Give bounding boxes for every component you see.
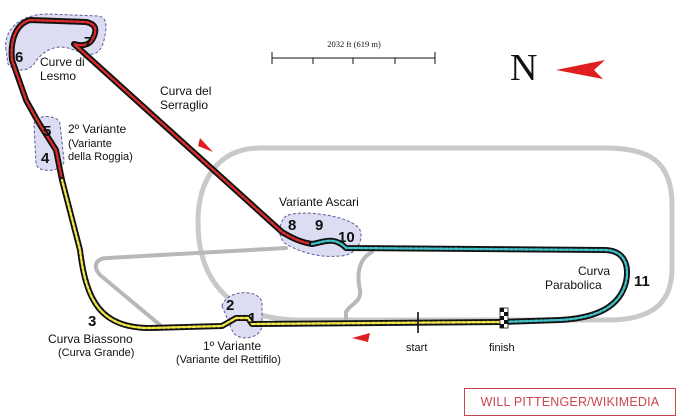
credit-label: WILL PITTENGER/WIKIMEDIA [464,388,676,416]
corner-5: 5 [43,123,51,140]
rettifilo-label-line2: (Variante del Rettifilo) [176,354,281,366]
corner-10: 10 [338,229,355,246]
roggia-label-line3: della Roggia) [68,151,133,163]
direction-arrow-serraglio [198,138,213,152]
serraglio-label-line1: Curva del [160,84,211,98]
roggia-label-line1: 2º Variante [68,122,127,136]
corner-9: 9 [315,217,323,234]
sector-1-dashes [60,178,502,330]
sector-2-dashes [10,18,314,246]
north-arrow-icon [556,60,605,79]
start-label: start [406,342,427,354]
circuit-track [8,17,630,331]
scale-bar [271,52,436,64]
junior-track [93,246,374,327]
corner-names: Curve di Lesmo Curva del Serraglio 2º Va… [40,55,610,366]
parabolica-label-line1: Curva [578,264,610,278]
scale-label: 2032 ft (619 m) [327,39,381,49]
corner-7: 7 [84,34,92,51]
parabolica-label-line2: Parabolica [545,278,602,292]
lesmo-label-line1: Curve di [40,55,85,69]
serraglio-label-line2: Serraglio [160,98,208,112]
corner-8: 8 [288,217,296,234]
corner-2: 2 [226,297,234,314]
ascari-label: Variante Ascari [279,195,359,209]
corner-1: 1 [248,310,256,327]
biassono-label-line1: Curva Biassono [48,332,133,346]
rettifilo-label-line1: 1º Variante [203,339,262,353]
corner-6: 6 [15,49,23,66]
north-letter: N [510,47,537,89]
corner-4: 4 [41,150,50,167]
direction-arrow-straight [352,333,370,342]
finish-label: finish [489,342,515,354]
sector-3-dashes [310,239,629,324]
finish-line [499,307,509,329]
lesmo-highlight [5,13,107,71]
roggia-label-line2: (Variante [68,138,112,150]
biassono-label-line2: (Curva Grande) [58,347,134,359]
lesmo-label-line2: Lesmo [40,69,76,83]
old-oval-track [195,145,675,323]
corner-11: 11 [634,273,650,290]
corner-numbers: 1 2 3 4 5 6 7 8 9 10 11 [15,34,650,330]
corner-3: 3 [88,313,96,330]
